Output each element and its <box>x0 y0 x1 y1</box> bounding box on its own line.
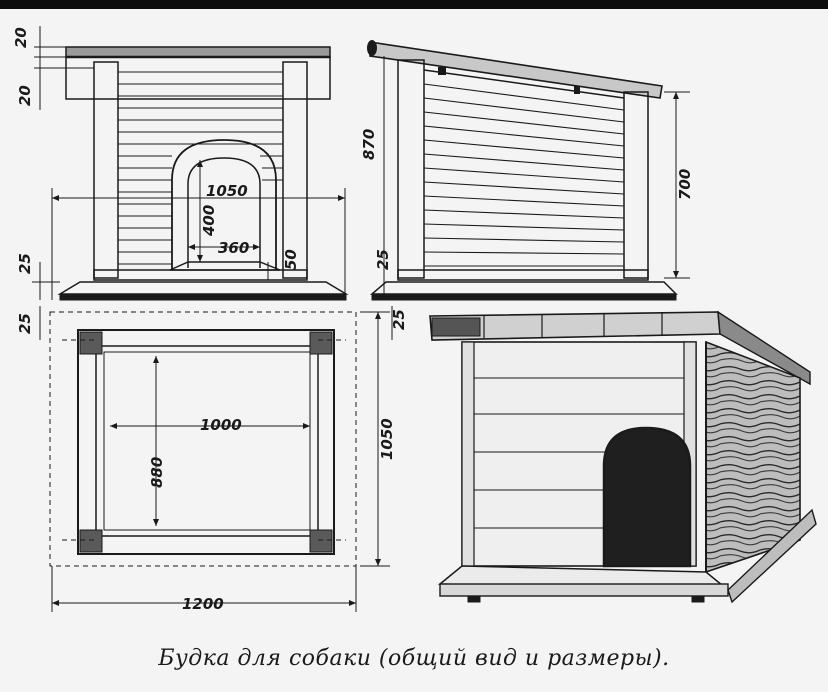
dim-roof-thickness: 20 <box>12 27 30 48</box>
dim-inner-depth: 880 <box>148 457 166 488</box>
front-elevation <box>32 26 349 301</box>
top-border-bar <box>0 0 828 9</box>
dim-plan-depth: 1050 <box>378 418 396 460</box>
side-elevation <box>367 40 690 301</box>
dim-rear-height: 700 <box>676 169 694 200</box>
dim-arch-height: 1050 <box>206 182 248 200</box>
dim-total-width: 1200 <box>182 595 224 613</box>
dim-sill-height: 50 <box>282 249 300 270</box>
dim-opening-height: 400 <box>200 205 218 237</box>
perspective-view <box>429 310 817 604</box>
dim-base-right: 25 <box>374 249 392 270</box>
dim-side-height: 870 <box>360 129 378 160</box>
dim-plan-right: 25 <box>390 309 408 330</box>
plan-view <box>39 306 393 612</box>
dim-opening-width: 360 <box>218 239 249 257</box>
dim-inner-width: 1000 <box>200 416 242 434</box>
dim-plan-left: 25 <box>16 313 34 334</box>
figure-caption: Будка для собаки (общий вид и размеры). <box>158 646 670 671</box>
dim-roof-overhang: 20 <box>16 85 34 106</box>
dim-base-left: 25 <box>16 253 34 274</box>
